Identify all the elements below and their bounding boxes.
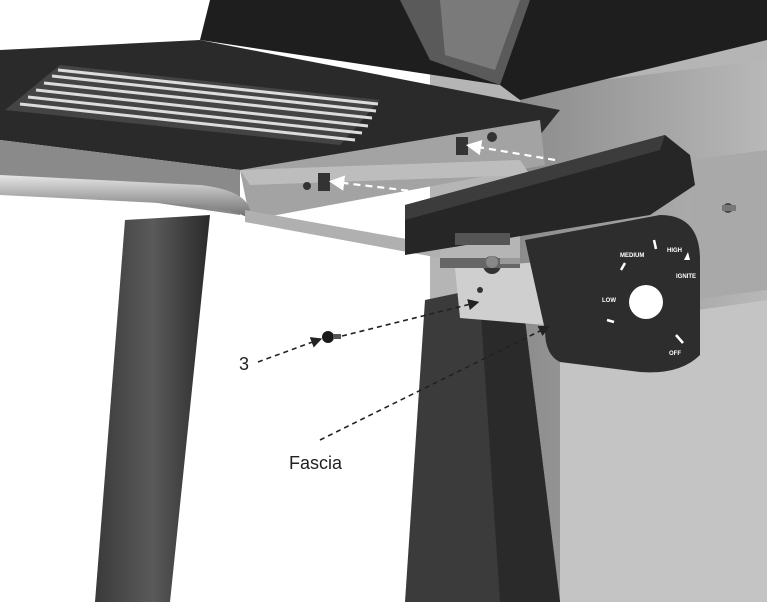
leader-lines xyxy=(257,299,551,441)
callout-fascia: Fascia xyxy=(289,453,343,473)
dial-label-high: HIGH xyxy=(667,248,682,254)
leader-screw-to-bracket xyxy=(341,299,480,337)
assembly-arrows xyxy=(328,139,556,194)
center-leg xyxy=(405,280,560,602)
dial-label-off: OFF xyxy=(669,351,681,357)
warming-grate xyxy=(5,65,380,145)
callout-part-number: 3 xyxy=(239,354,249,374)
dial-label-low: LOW xyxy=(602,298,616,304)
flame-icon xyxy=(684,252,690,260)
leader-part-3 xyxy=(257,337,323,363)
fascia-panel: LOW MEDIUM HIGH IGNITE OFF xyxy=(405,135,700,373)
left-leg xyxy=(95,215,210,602)
leader-fascia xyxy=(319,325,551,441)
handle-rail xyxy=(0,175,440,258)
arrow-upper xyxy=(465,139,556,162)
grill-lid xyxy=(200,0,767,100)
dial-label-medium: MEDIUM xyxy=(620,253,644,259)
screw-part xyxy=(322,331,341,343)
shelf-slots xyxy=(303,132,497,191)
arrow-lower xyxy=(328,175,421,194)
valve-hardware xyxy=(455,233,520,268)
dial-label-ignite: IGNITE xyxy=(676,274,696,280)
dial-tick-low-mark xyxy=(606,318,615,324)
valve-hole xyxy=(629,285,663,319)
